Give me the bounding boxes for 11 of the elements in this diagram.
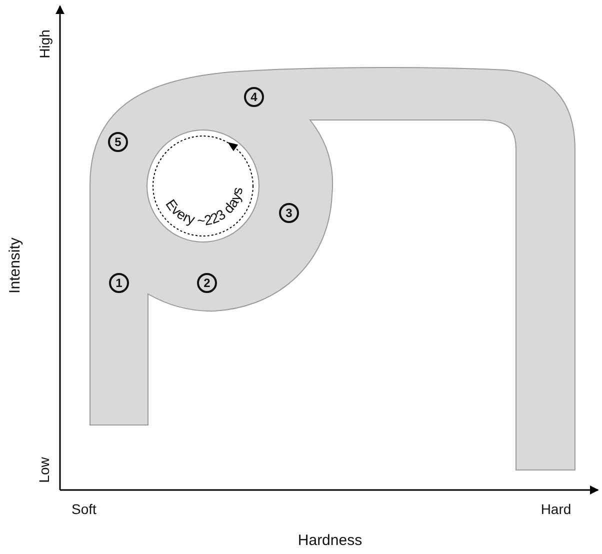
axis-label: High <box>37 30 51 58</box>
axis-label: Hardness <box>298 532 362 548</box>
axis-label: Low <box>37 457 51 483</box>
callout-number: 1 <box>109 273 129 293</box>
callout-number: 2 <box>197 273 217 293</box>
callout-number: 3 <box>279 203 299 223</box>
axis-label: Intensity <box>8 237 22 293</box>
callout-number: 4 <box>244 87 264 107</box>
callout-number: 5 <box>108 132 128 152</box>
axis-label: Soft <box>72 502 96 516</box>
axis-label: Hard <box>540 502 572 516</box>
